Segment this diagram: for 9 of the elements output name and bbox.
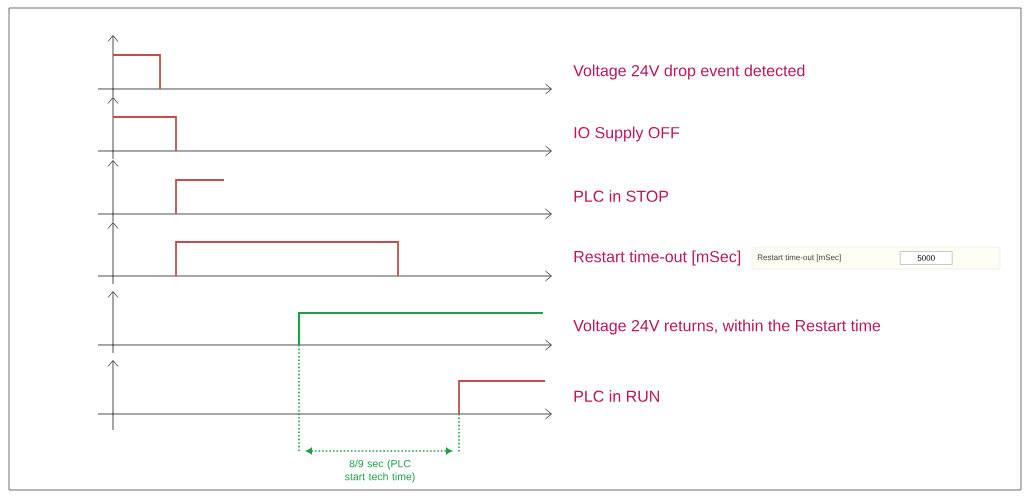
dimension-label: 8/9 sec (PLC start tech time) xyxy=(345,459,415,483)
signal-label: Voltage 24V returns, within the Restart time xyxy=(573,319,881,335)
input-field: 5000 xyxy=(900,251,953,265)
field-label: Restart time-out [mSec] xyxy=(757,254,841,262)
signal-label: Voltage 24V drop event detected xyxy=(573,64,805,80)
signal-label: IO Supply OFF xyxy=(574,126,680,142)
signal-label: Restart time-out [mSec] xyxy=(574,250,741,266)
signal-label: PLC in STOP xyxy=(574,190,669,202)
signal-label: PLC in RUN xyxy=(574,390,659,402)
